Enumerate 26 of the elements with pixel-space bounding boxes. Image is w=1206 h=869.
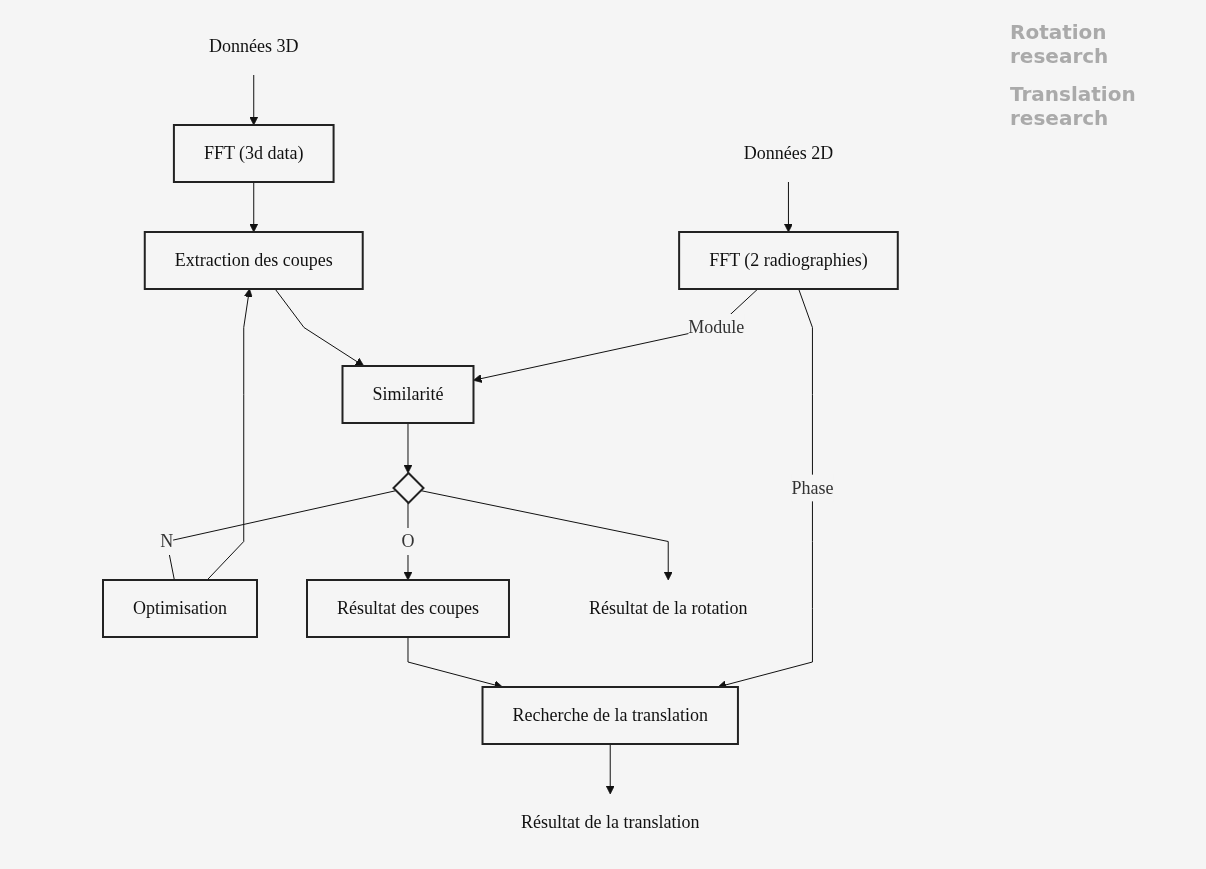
node-box: Optimisation (101, 579, 258, 638)
edge-label: N (159, 531, 173, 551)
node-box: Similarité (341, 365, 475, 424)
overlay-text: Rotation research (1010, 20, 1110, 68)
arrow (403, 422, 412, 474)
edge-label: O (401, 531, 415, 551)
node-diamond (391, 471, 425, 505)
overlay-text: Translation research (1010, 82, 1137, 130)
edge-label: Module (687, 317, 744, 337)
edge-label: Phase (791, 477, 834, 498)
arrow (206, 288, 253, 581)
node-box: Extraction des coupes (143, 231, 364, 290)
arrow (605, 743, 615, 795)
arrow (274, 288, 364, 367)
node-box: FFT (3d data) (172, 124, 335, 183)
arrow (783, 181, 793, 233)
node-box: Résultat des coupes (305, 579, 510, 638)
node-text: Résultat de la rotation (588, 598, 748, 618)
node-text: Résultat de la translation (520, 812, 700, 832)
arrow (248, 74, 258, 126)
arrow (419, 490, 673, 581)
node-text: Données 3D (208, 36, 299, 56)
arrow (248, 181, 258, 233)
node-text: Données 2D (743, 143, 833, 163)
node-box: FFT (2 radiographies) (677, 231, 899, 290)
node-box: Recherche de la translation (481, 686, 739, 745)
